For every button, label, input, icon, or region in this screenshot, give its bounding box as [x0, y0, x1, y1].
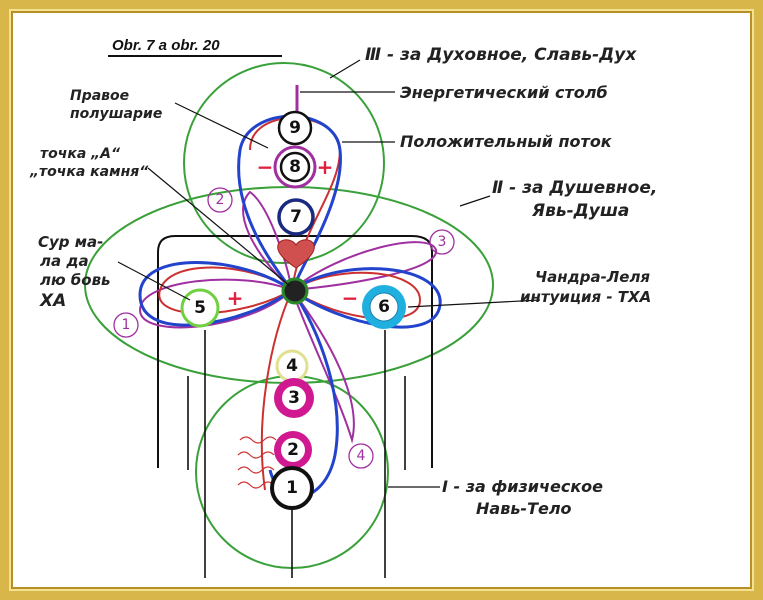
purple-loop-bottom	[291, 289, 355, 444]
label-point-a-2: „точка камня“	[29, 164, 149, 180]
red-flow-bottom	[260, 289, 293, 491]
chakra-3: 3	[274, 378, 314, 418]
loop-4: 4	[348, 443, 374, 469]
red-spring	[237, 436, 277, 489]
chakra-5-plus: +	[227, 286, 244, 310]
label-right-hemisphere-1: Правое	[70, 88, 129, 104]
label-chandra-1: Чандра-Леля	[535, 268, 650, 286]
label-surma-1: Сур ма-	[38, 233, 103, 251]
leader-point-a	[147, 167, 291, 287]
chakra-5-label: 5	[194, 298, 206, 318]
chakra-9: 9	[277, 110, 313, 146]
label-surma-4: ХА	[39, 291, 66, 311]
chakra-8-plus: +	[317, 155, 334, 179]
label-energy-column: Энергетический столб	[400, 83, 608, 102]
purple-loop-left	[138, 278, 293, 329]
chakra-2: 2	[274, 431, 312, 469]
label-body-2: Навь-Тело	[476, 499, 572, 518]
chakra-2-label: 2	[287, 440, 299, 460]
red-flow-right	[291, 271, 422, 320]
caption: Obr. 7 a obr. 20	[112, 37, 220, 54]
chakra-9-label: 9	[289, 118, 301, 138]
red-flow-left	[158, 266, 293, 315]
leader-spirit	[329, 59, 361, 79]
loop-2: 2	[207, 187, 233, 213]
chakra-1: 1	[270, 466, 314, 510]
chakra-4-label: 4	[286, 356, 298, 376]
label-right-hemisphere-2: полушарие	[70, 106, 162, 122]
purple-loop-right	[291, 241, 438, 291]
loop-1-label: 1	[122, 317, 131, 333]
label-surma-2: ла да	[40, 252, 89, 270]
label-soul-2: Явь-Душа	[531, 201, 629, 221]
label-spirit: Ⅲ - за Духовное, Славь-Дух	[365, 45, 637, 65]
chakra-4: 4	[275, 349, 309, 383]
loop-2-label: 2	[216, 192, 225, 208]
chakra-5: 5	[180, 288, 220, 328]
chakra-1-label: 1	[286, 478, 298, 498]
leader-surma	[117, 261, 191, 301]
heart-icon	[277, 239, 315, 269]
loop-4-label: 4	[357, 448, 366, 464]
loop-3-label: 3	[438, 234, 447, 250]
label-positive-flow: Положительный поток	[400, 132, 613, 151]
loop-1: 1	[113, 312, 139, 338]
chakra-6-minus: −	[342, 286, 359, 310]
loop-3: 3	[429, 229, 455, 255]
chakra-6: 6	[362, 285, 406, 329]
chakra-7-label: 7	[290, 207, 302, 227]
leader-soul	[459, 195, 491, 207]
label-point-a-1: точка „А“	[40, 146, 121, 162]
chakra-6-label: 6	[378, 297, 390, 317]
leader-chandra	[407, 299, 541, 308]
leader-right-hemisphere	[174, 102, 269, 149]
label-chandra-2: интуиция - ТХА	[520, 288, 651, 306]
label-body-1: Ⅰ - за физическое	[442, 477, 603, 496]
label-soul-1: Ⅱ - за Душевное,	[492, 178, 657, 198]
chakra-8: 8	[273, 145, 317, 189]
blue-flow-left	[138, 261, 293, 327]
chakra-8-label: 8	[289, 157, 301, 177]
chakra-3-label: 3	[288, 388, 300, 408]
chakra-8-minus: −	[257, 155, 274, 179]
label-surma-3: лю бовь	[40, 271, 111, 289]
spirit-circle	[183, 62, 385, 264]
chakra-7: 7	[277, 198, 315, 236]
